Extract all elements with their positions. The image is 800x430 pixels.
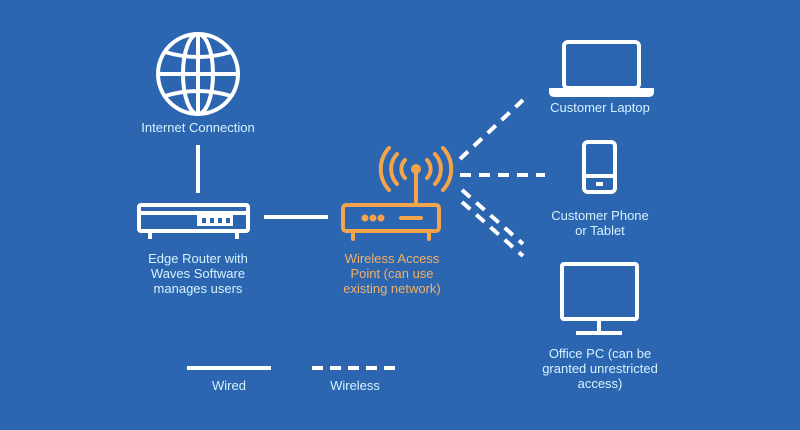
router-icon [137, 203, 250, 239]
monitor-icon [560, 262, 639, 335]
wireless-link-office-pc-b [460, 200, 525, 258]
wireless-link-laptop [458, 98, 525, 161]
customer-phone-label: Customer Phone or Tablet [551, 208, 649, 238]
phone-icon [582, 140, 617, 194]
edge-router-label: Edge Router with Waves Software manages … [148, 251, 248, 296]
customer-laptop-label: Customer Laptop [550, 100, 650, 115]
wireless-link-office-pc-a [460, 188, 525, 246]
laptop-icon [549, 40, 654, 97]
office-pc-label: Office PC (can be granted unrestricted a… [542, 346, 658, 391]
legend-wireless-label: Wireless [330, 378, 380, 393]
internet-connection-label: Internet Connection [141, 120, 255, 135]
access-point-label: Wireless Access Point (can use existing … [343, 251, 441, 296]
globe-icon [156, 32, 240, 116]
legend-wired-label: Wired [212, 378, 246, 393]
wifi-access-point-icon [341, 146, 454, 241]
